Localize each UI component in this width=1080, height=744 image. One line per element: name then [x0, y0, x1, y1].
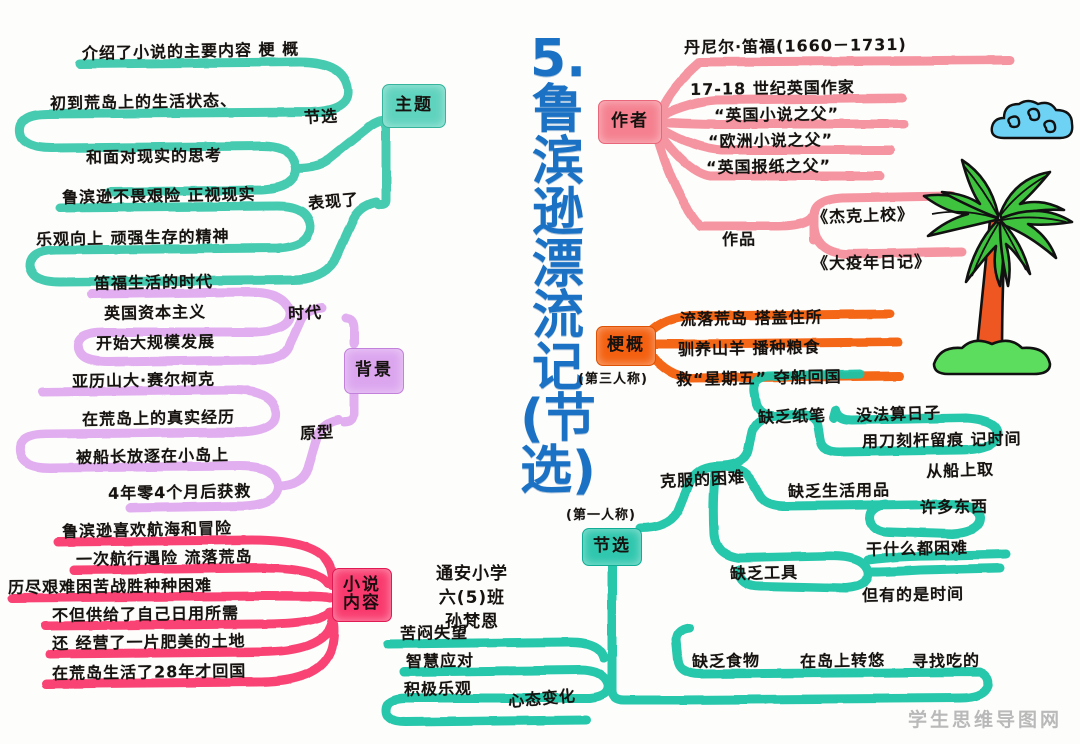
detail-paper-1: 没法算日子: [855, 403, 942, 425]
leaf-novel-1: 鲁滨逊喜欢航海和冒险: [61, 518, 233, 541]
page-title: 5. 鲁 滨 逊 漂 流 记 (节 选): [506, 29, 610, 501]
detail-supplies-1: 从船上取: [925, 459, 995, 481]
leaf-novel-6: 在荒岛生活了28年才回国: [51, 661, 247, 683]
connector-background-era: 时代: [287, 302, 323, 323]
leaf-difficulty-paper: 缺乏纸笔: [757, 405, 827, 427]
node-excerpt[interactable]: 节选: [582, 528, 642, 566]
leaf-synopsis-2: 驯养山羊 播种粮食: [677, 337, 821, 359]
connector-theme-excerpt: 节选: [303, 106, 339, 127]
connector-theme-shows: 表现了: [307, 189, 360, 213]
title-char: 鲁: [531, 80, 584, 141]
byline: 通安小学 六(5)班 孙梵恩: [412, 562, 532, 634]
byline-class: 六(5)班: [438, 588, 506, 609]
node-theme[interactable]: 主题: [382, 84, 446, 128]
leaf-author-4: “欧洲小说之父”: [707, 130, 834, 151]
leaf-mindset-2: 智慧应对: [405, 650, 475, 671]
leaf-difficulty-food: 缺乏食物: [691, 650, 761, 671]
byline-student: 孙梵恩: [445, 612, 499, 633]
title-char: 流: [531, 286, 584, 347]
leaf-theme-1: 介绍了小说的主要内容 梗 概: [81, 39, 300, 63]
leaf-difficulty-supplies: 缺乏生活用品: [787, 480, 891, 501]
leaf-background-proto-3: 被船长放逐在小岛上: [75, 445, 230, 467]
leaf-author-2: 17-18 世纪英国作家: [689, 77, 855, 99]
leaf-synopsis-3: 救“星期五” 夺船回国: [675, 367, 842, 389]
node-synopsis-label: 梗概: [607, 335, 645, 356]
byline-school: 通安小学: [436, 564, 508, 584]
leaf-novel-4: 不但供给了自己日用所需: [51, 603, 240, 625]
leaf-author-work-1: 《杰克上校》: [811, 204, 915, 227]
leaf-theme-2: 初到荒岛上的生活状态、: [49, 90, 238, 113]
leaf-novel-3: 历尽艰难困苦战胜种种困难: [7, 575, 213, 597]
leaf-novel-2: 一次航行遇险 流落荒岛: [75, 546, 253, 569]
leaf-theme-5: 乐观向上 顽强生存的精神: [35, 226, 230, 249]
connector-background-prototype: 原型: [299, 422, 335, 443]
node-novel-content[interactable]: 小说 内容: [332, 568, 392, 622]
leaf-author-3: “英国小说之父”: [713, 104, 840, 125]
leaf-novel-5: 还 经营了一片肥美的土地: [51, 631, 246, 653]
connector-mindset-change: 心态变化: [507, 686, 577, 711]
leaf-author-5: “英国报纸之父”: [705, 156, 832, 177]
connector-excerpt-difficulties: 克服的困难: [659, 467, 746, 491]
watermark: 学生思维导图网: [907, 709, 1062, 731]
title-char: 滨: [531, 131, 584, 192]
node-author-label: 作者: [611, 111, 649, 132]
leaf-synopsis-1: 流落荒岛 搭盖住所: [679, 307, 823, 329]
node-synopsis-note: (第三人称): [578, 372, 648, 387]
title-char: 漂: [531, 234, 584, 295]
leaf-mindset-3: 积极乐观: [403, 678, 473, 699]
node-author[interactable]: 作者: [598, 100, 662, 144]
node-novel-content-label-1: 小说: [343, 575, 381, 596]
node-excerpt-label: 节选: [593, 536, 631, 557]
detail-paper-2: 用刀刻杆留痕 记时间: [861, 429, 1022, 451]
leaf-background-proto-2: 在荒岛上的真实经历: [81, 407, 236, 429]
leaf-background-proto-1: 亚历山大·赛尔柯克: [71, 369, 216, 391]
leaf-background-era-2: 英国资本主义: [103, 302, 207, 323]
detail-food-1: 在岛上转悠: [799, 650, 886, 671]
title-char: (节: [520, 389, 596, 450]
leaf-author-work-2: 《大疫年日记》: [811, 251, 932, 273]
leaf-author-1: 丹尼尔·笛福(1660－1731): [683, 34, 907, 57]
node-novel-content-label-2: 内容: [343, 593, 381, 613]
title-char: 记: [531, 337, 584, 398]
title-char: 5.: [530, 29, 586, 89]
detail-tools-2: 但有的是时间: [861, 584, 965, 605]
leaf-theme-4: 鲁滨逊不畏艰险 正视现实: [61, 184, 256, 207]
connector-author-works: 作品: [721, 229, 757, 249]
title-char: 逊: [531, 183, 584, 244]
leaf-background-era-1: 笛福生活的时代: [93, 271, 214, 293]
node-background[interactable]: 背景: [344, 348, 404, 394]
detail-tools-1: 干什么都困难: [865, 538, 969, 559]
node-synopsis[interactable]: 梗概: [596, 326, 656, 366]
node-theme-label: 主题: [395, 95, 433, 116]
cloud-icon: [990, 99, 1074, 140]
leaf-difficulty-tools: 缺乏工具: [729, 562, 799, 583]
palm-tree-icon: [922, 158, 1074, 376]
detail-food-2: 寻找吃的: [911, 650, 981, 671]
node-excerpt-note: (第一人称): [566, 508, 636, 523]
leaf-background-proto-4: 4年零4个月后获救: [107, 481, 252, 503]
node-background-label: 背景: [355, 360, 393, 381]
leaf-theme-3: 和面对现实的思考: [85, 145, 223, 167]
title-char: 选): [520, 440, 596, 501]
detail-supplies-2: 许多东西: [919, 496, 989, 517]
leaf-background-era-3: 开始大规模发展: [95, 331, 216, 353]
